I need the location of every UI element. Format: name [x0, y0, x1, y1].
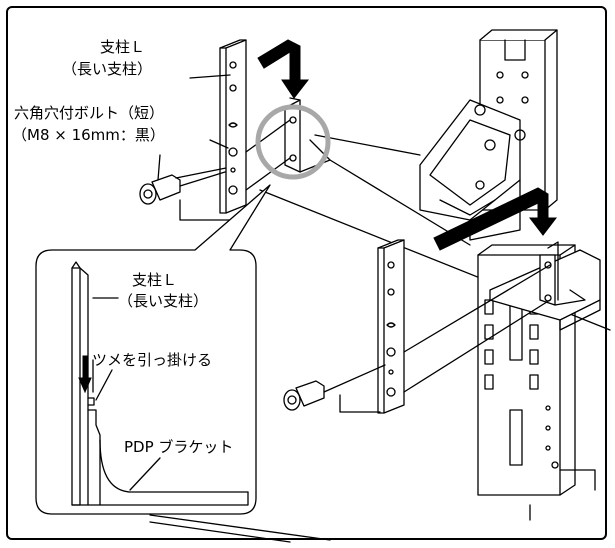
- arrow-down-inset: [78, 355, 92, 394]
- inset-pillar-sublabel: （長い支柱）: [118, 292, 208, 310]
- inset-hook-label: ツメを引っ掛ける: [92, 351, 212, 369]
- bolt-lower: [283, 364, 386, 411]
- pillar-l-upper: [219, 39, 247, 214]
- pillar-l-sublabel: （長い支柱）: [62, 60, 152, 78]
- detail-inset: [35, 184, 271, 515]
- inset-pillar-label: 支柱Ｌ: [132, 271, 177, 289]
- diagram-frame: [6, 6, 607, 540]
- bracket-tab-upper: [284, 97, 331, 173]
- pillar-l-label: 支柱Ｌ: [100, 38, 145, 56]
- bolt-upper: [139, 171, 226, 205]
- arrow-down-lower: [433, 187, 558, 251]
- pdp-frame-lower: [477, 241, 601, 521]
- pillar-l-lower: [377, 239, 405, 414]
- arrow-down-upper: [257, 39, 310, 99]
- inset-bracket-label: PDP ブラケット: [124, 438, 233, 456]
- pdp-frame-upper: [419, 29, 558, 241]
- bolt-label: 六角穴付ボルト（短）: [14, 104, 164, 122]
- bolt-spec-label: （M8 × 16mm：黒）: [12, 126, 165, 144]
- highlight-ring: [255, 104, 331, 180]
